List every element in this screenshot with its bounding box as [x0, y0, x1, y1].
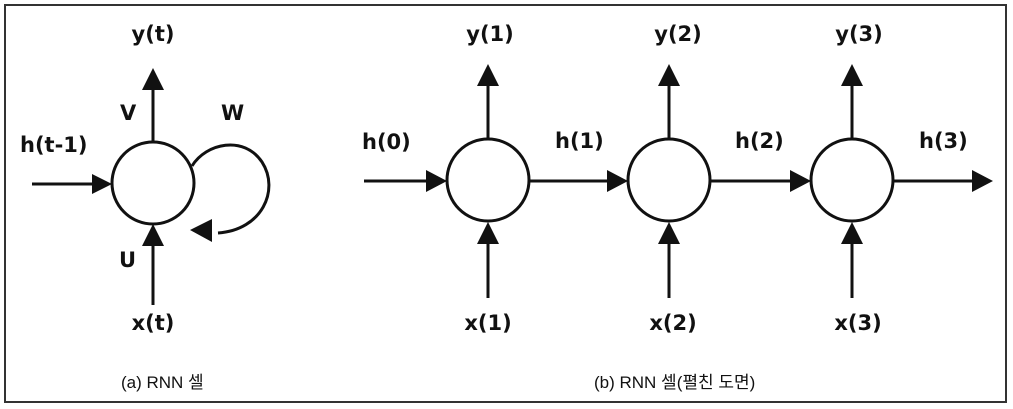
label-x2: x(2) [649, 311, 696, 335]
label-h3: h(3) [919, 129, 968, 153]
label-h1: h(1) [555, 129, 604, 153]
x1-arrow-head [477, 222, 499, 244]
label-weight-v: V [120, 101, 137, 125]
label-y1: y(1) [466, 22, 514, 46]
label-prev-hidden: h(t-1) [20, 133, 88, 157]
h0-arrow-head [426, 170, 447, 192]
y2-arrow-head [658, 64, 680, 86]
h2-arrow-head [790, 170, 811, 192]
prev-hidden-arrow-head [92, 174, 112, 194]
unrolled-cell-3 [809, 137, 895, 223]
h3-arrow-head [972, 170, 993, 192]
rnn-cell-node [110, 140, 196, 226]
panel-b: y(1) y(2) y(3) x(1) x(2) x(3) h(0) h(1) … [362, 22, 993, 392]
recurrent-loop [190, 143, 271, 235]
label-input: x(t) [132, 311, 175, 335]
label-y3: y(3) [835, 22, 883, 46]
recurrent-loop-arrow-head [190, 219, 212, 242]
unrolled-cell-2 [626, 137, 712, 223]
label-h2: h(2) [735, 129, 784, 153]
x2-arrow-head [658, 222, 680, 244]
x3-arrow-head [841, 222, 863, 244]
y1-arrow-head [477, 64, 499, 86]
label-h0: h(0) [362, 130, 411, 154]
y3-arrow-head [841, 64, 863, 86]
panel-a: y(t) x(t) h(t-1) V W U (a) RNN 셀 [20, 22, 271, 392]
caption-a: (a) RNN 셀 [121, 373, 204, 392]
unrolled-cell-1 [445, 137, 531, 223]
output-arrow-head [142, 68, 164, 90]
input-arrow-head [142, 224, 164, 246]
label-weight-u: U [119, 248, 136, 272]
caption-b: (b) RNN 셀(펼친 도면) [594, 373, 755, 392]
label-weight-w: W [221, 101, 244, 125]
h1-arrow-head [607, 170, 628, 192]
label-x1: x(1) [464, 311, 511, 335]
label-x3: x(3) [834, 311, 881, 335]
label-y2: y(2) [654, 22, 702, 46]
label-output: y(t) [132, 22, 175, 46]
